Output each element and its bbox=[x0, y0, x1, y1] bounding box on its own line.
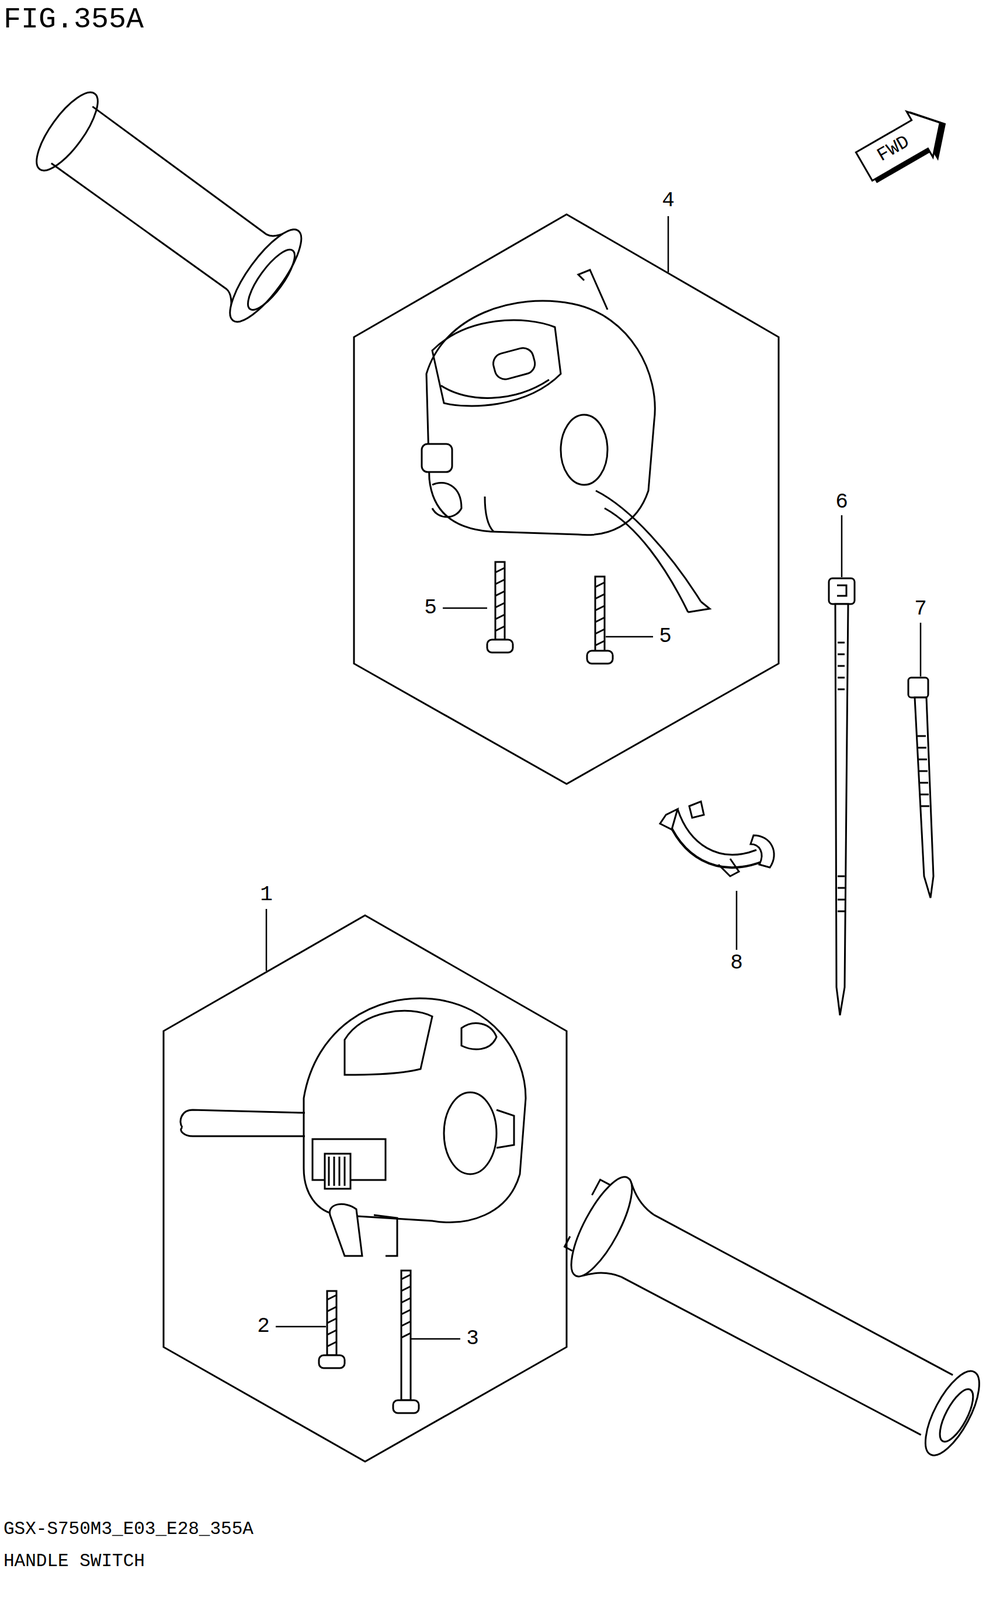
screw bbox=[487, 561, 613, 664]
drawing-code: GSX-S750M3_E03_E28_355A bbox=[3, 1519, 254, 1538]
callout-number: 5 bbox=[658, 626, 672, 648]
hexagon-outline bbox=[160, 876, 571, 1467]
callout-number: 2 bbox=[257, 1316, 270, 1338]
callout-number: 5 bbox=[424, 597, 437, 619]
callout-number: 1 bbox=[259, 884, 273, 906]
cable-tie bbox=[828, 578, 934, 1016]
callout-number: 8 bbox=[730, 952, 743, 974]
leader-line bbox=[266, 216, 921, 1339]
figure-title: FIG.355A bbox=[3, 5, 144, 35]
callout-number: 6 bbox=[835, 491, 849, 513]
grip bbox=[21, 77, 314, 332]
handle-switch bbox=[421, 269, 710, 613]
callout-number: 7 bbox=[914, 598, 927, 620]
grip bbox=[554, 1166, 993, 1471]
assembly-hexagon: 4 5 5 bbox=[350, 186, 783, 789]
clamp bbox=[660, 801, 774, 877]
assembly-hexagon: 1 2 3 bbox=[160, 876, 571, 1467]
handle-switch bbox=[180, 998, 526, 1256]
forward-arrow bbox=[851, 98, 958, 193]
callout-number: 3 bbox=[466, 1328, 479, 1350]
hexagon-outline bbox=[350, 186, 783, 789]
figure-caption: HANDLE SWITCH bbox=[3, 1552, 145, 1571]
callout-number: 4 bbox=[661, 190, 675, 212]
screw bbox=[318, 1270, 419, 1413]
